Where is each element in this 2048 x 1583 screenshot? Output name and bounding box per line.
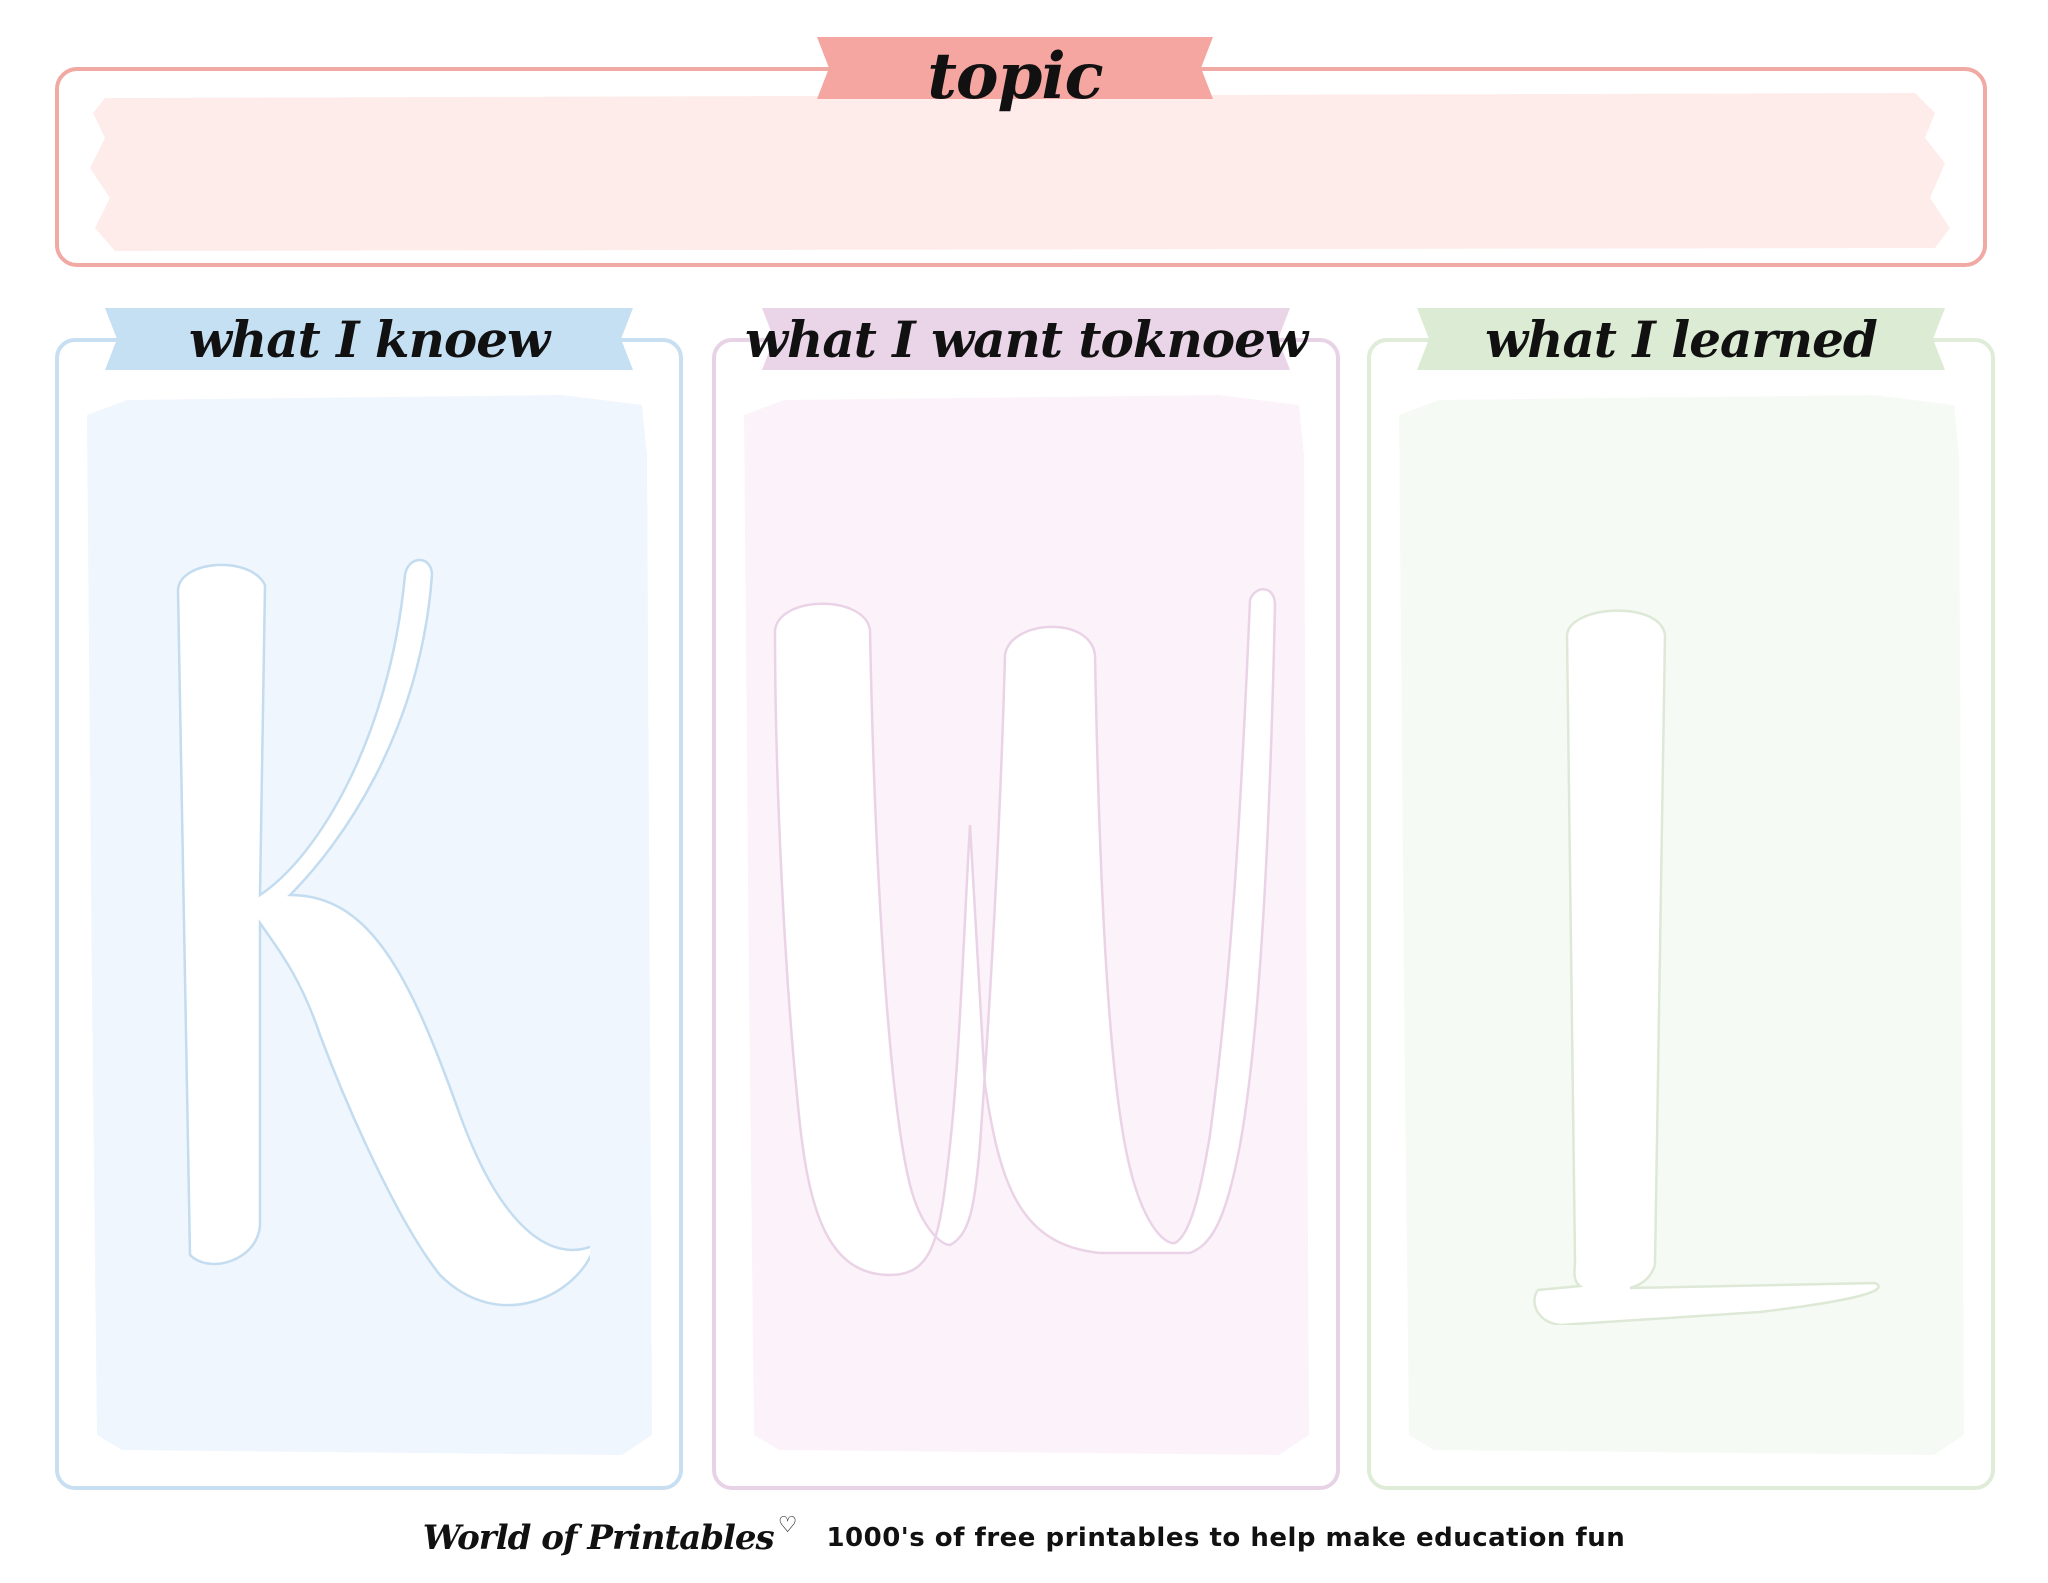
topic-title: topic — [927, 39, 1103, 114]
banner-learned: what I learned — [1417, 308, 1945, 370]
letter-w-outline — [773, 588, 1277, 1277]
footer-tagline: 1000's of free printables to help make e… — [826, 1523, 1626, 1553]
brand-name: World of Printables — [422, 1518, 775, 1558]
letter-k-outline — [176, 558, 590, 1307]
ribbon-shape — [762, 308, 1290, 370]
letter-l-outline — [1533, 609, 1880, 1325]
ribbon-shape — [817, 37, 1213, 99]
banner-know: what I knoew — [105, 308, 633, 370]
column-label-want: what I want toknoew — [744, 309, 1308, 369]
column-label-learned: what I learned — [1485, 309, 1878, 369]
learned-write-area[interactable] — [1394, 395, 1969, 1465]
heart-icon: ♡ — [777, 1512, 798, 1538]
banner-want: what I want toknoew — [745, 308, 1308, 370]
footer: World of Printables ♡ 1000's of free pri… — [0, 1508, 2048, 1568]
topic-banner: topic — [817, 37, 1213, 109]
ribbon-shape — [105, 308, 633, 370]
topic-write-area[interactable] — [85, 88, 1965, 253]
column-label-know: what I knoew — [188, 309, 550, 369]
brand-logo[interactable]: World of Printables ♡ — [422, 1512, 798, 1558]
ribbon-shape — [1417, 308, 1945, 370]
